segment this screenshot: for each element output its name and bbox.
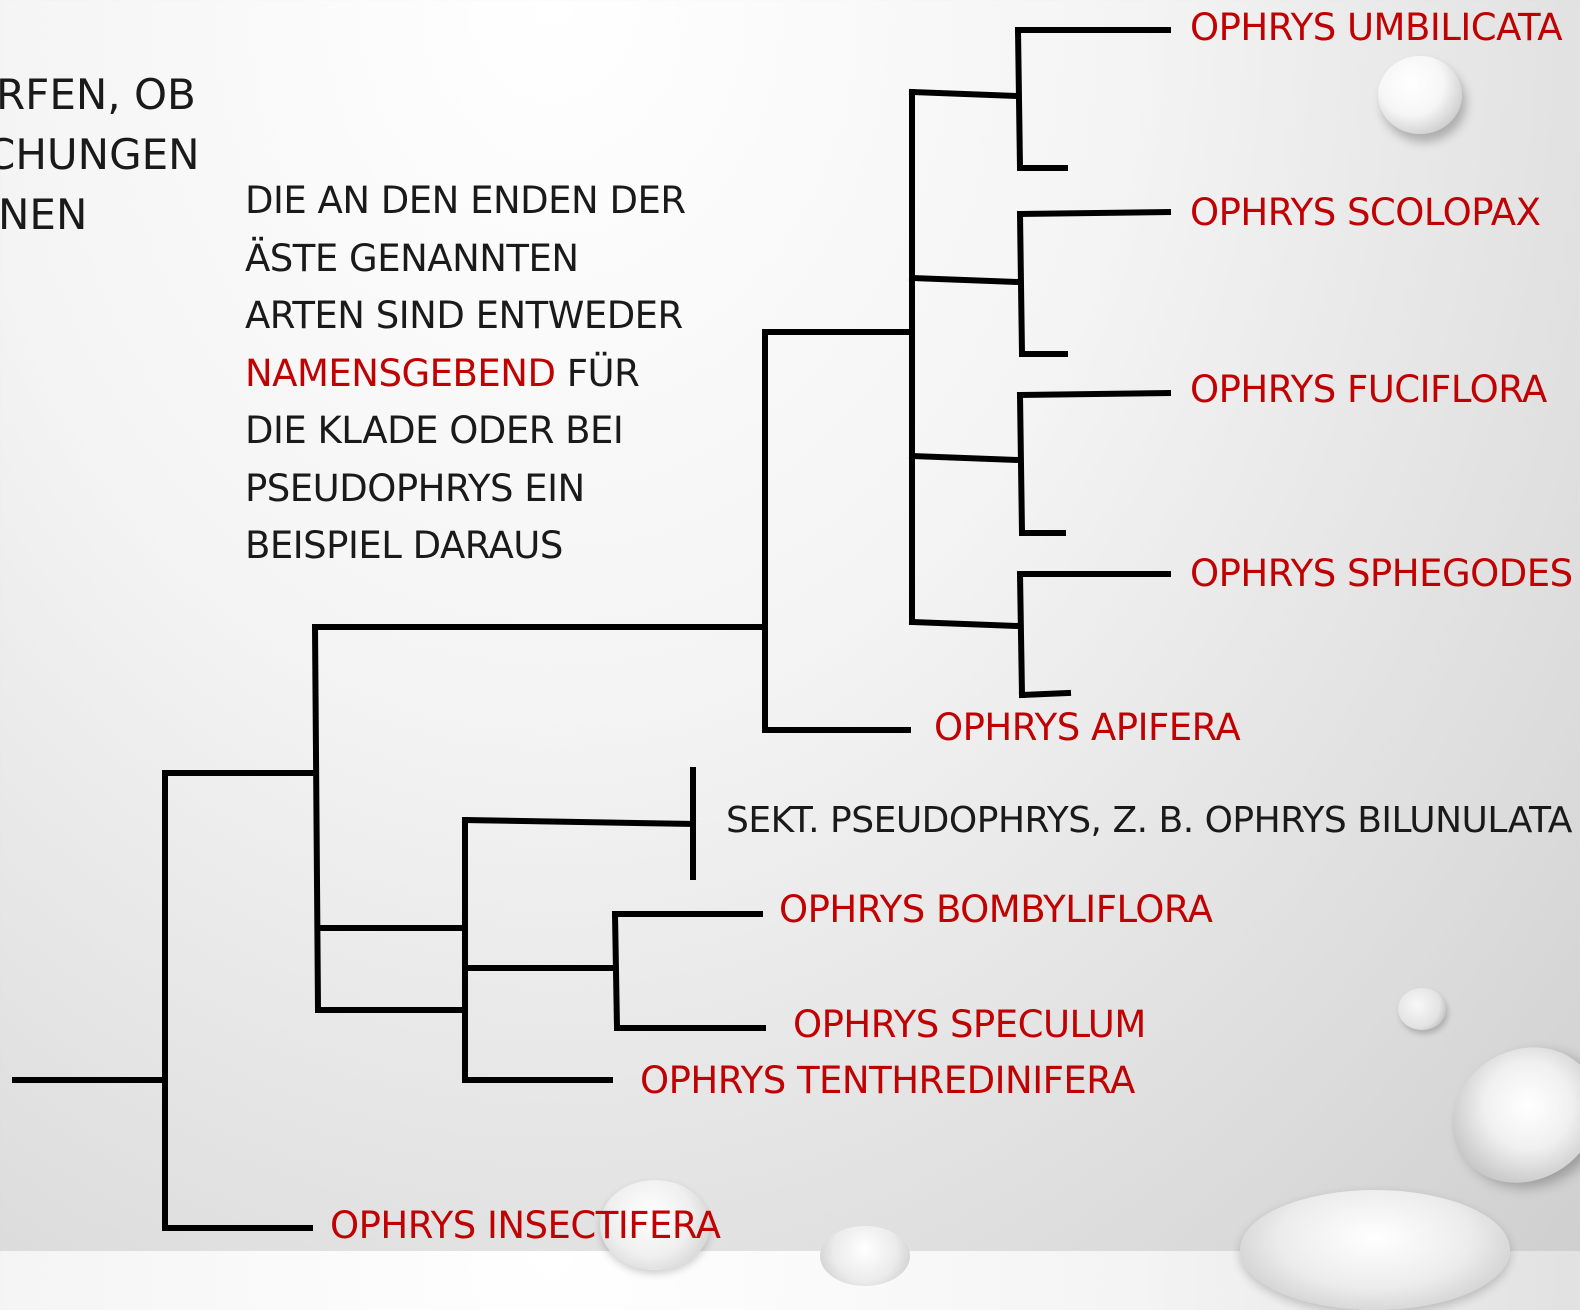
description-line: DIE AN DEN ENDEN DER (245, 179, 686, 222)
description-line-rest: FÜR (555, 351, 640, 395)
tree-branch (311, 623, 322, 1014)
description-line: PSEUDOPHRYS EIN (245, 466, 585, 510)
taxon-label-scolopax: OPHRYS SCOLOPAX (1190, 191, 1541, 234)
water-drop-decoration (1398, 988, 1446, 1030)
cutoff-heading-line: NEN (0, 190, 88, 239)
description-line: ARTEN SIND ENTWEDER (245, 294, 683, 337)
taxon-label-pseudophrys: SEKT. PSEUDOPHRYS, Z. B. OPHRYS BILUNULA… (726, 800, 1572, 841)
tree-branch (1016, 210, 1026, 358)
taxon-label-insectifera: OPHRYS INSECTIFERA (330, 1204, 721, 1247)
tree-branch (908, 452, 1022, 464)
tree-branch (908, 88, 1022, 100)
description-text: DIE AN DEN ENDEN DER ÄSTE GENANNTEN ARTE… (245, 172, 686, 575)
taxon-label-sphegodes: OPHRYS SPHEGODES (1190, 552, 1573, 595)
description-line: DIE KLADE ODER BEI (245, 409, 624, 452)
tree-branch (1016, 391, 1026, 537)
cutoff-heading-line: CHUNGEN (0, 130, 200, 179)
tree-branch (1014, 26, 1024, 172)
tree-branch (461, 816, 697, 828)
taxon-label-fuciflora: OPHRYS FUCIFLORA (1190, 368, 1547, 411)
slide: RFEN, OB CHUNGEN NEN DIE AN DEN ENDEN DE… (0, 6, 1580, 1310)
phylogenetic-tree (12, 26, 1172, 1231)
tree-branch (1018, 689, 1072, 699)
description-line: NAMENSGEBEND FÜR (245, 345, 686, 403)
tree-branch (1016, 570, 1026, 699)
highlight-namensgebend: NAMENSGEBEND (245, 351, 556, 395)
taxon-label-apifera: OPHRYS APIFERA (934, 706, 1241, 749)
tree-branch (908, 274, 1022, 286)
taxon-label-bombyliflora: OPHRYS BOMBYLIFLORA (779, 888, 1213, 931)
tree-branch (1016, 389, 1172, 399)
description-line: ÄSTE GENANNTEN (245, 236, 579, 280)
tree-branch (908, 618, 1022, 630)
taxon-label-speculum: OPHRYS SPECULUM (793, 1003, 1146, 1046)
description-line: BEISPIEL DARAUS (245, 524, 563, 567)
tree-branch (1016, 208, 1172, 218)
taxon-label-umbilicata: OPHRYS UMBILICATA (1190, 6, 1563, 49)
tree-branch (611, 910, 621, 1032)
water-drop-decoration (1378, 56, 1462, 134)
taxon-label-tenthredinifera: OPHRYS TENTHREDINIFERA (640, 1059, 1135, 1102)
cutoff-heading-line: RFEN, OB (0, 70, 196, 119)
